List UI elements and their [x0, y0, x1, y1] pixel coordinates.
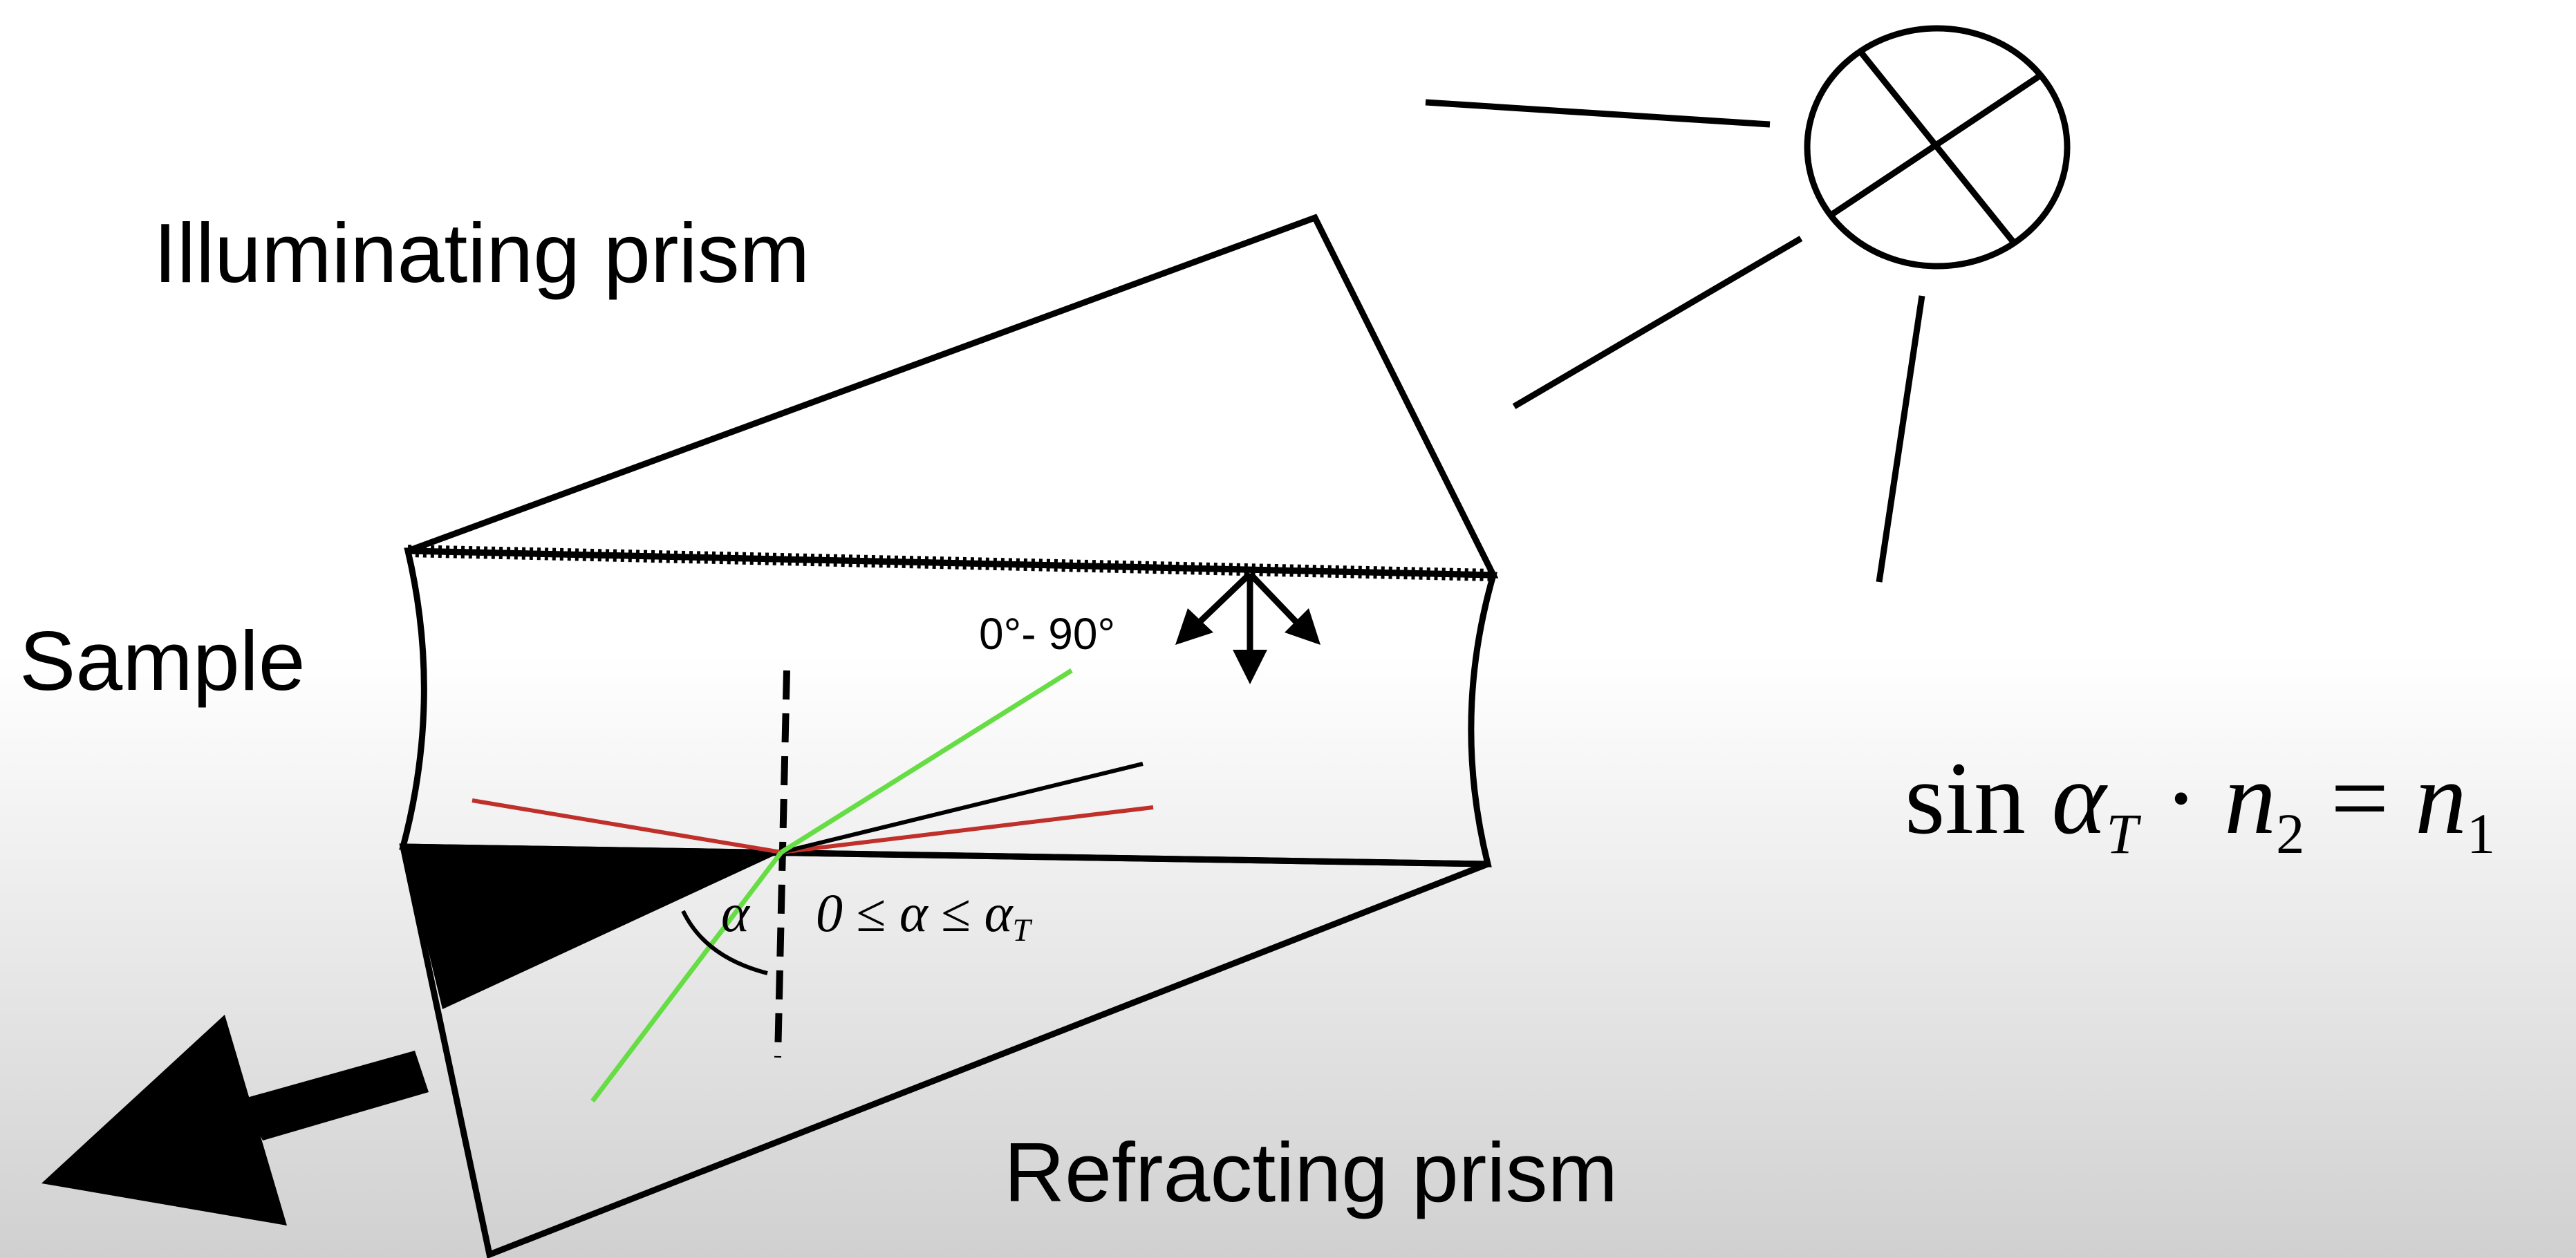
alpha-label: α: [721, 883, 749, 943]
green-ray-refracted: [590, 850, 783, 1103]
sample-label: Sample: [19, 614, 306, 708]
light-source-icon: [1804, 25, 2071, 270]
exit-arrow-icon: [41, 1015, 429, 1226]
illuminating-prism-label: Illuminating prism: [153, 206, 810, 300]
scatter-arrows-icon: [1175, 571, 1320, 684]
green-ray-incident: [780, 668, 1073, 854]
normal-line: [774, 670, 790, 1058]
angle-arc: [681, 910, 768, 975]
refracting-prism-label: Refracting prism: [1004, 1125, 1618, 1219]
red-ray-outgoing: [781, 805, 1154, 854]
light-rays: [1425, 99, 1925, 583]
red-ray-incoming: [472, 798, 782, 854]
dark-wedge: [403, 847, 781, 1009]
condition-label: 0 ≤ α ≤ αT: [816, 883, 1031, 949]
angle-range-label: 0°- 90°: [979, 609, 1116, 659]
critical-angle-formula: sin αT · n2 = n1: [1905, 741, 2496, 865]
black-ray: [781, 762, 1144, 854]
refracting-prism: [399, 843, 1489, 1258]
